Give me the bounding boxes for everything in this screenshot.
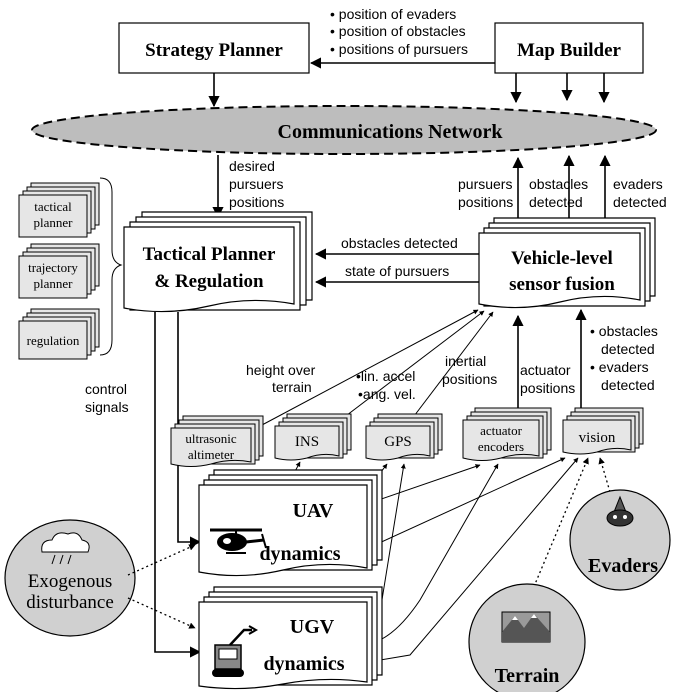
landscape-icon	[501, 611, 551, 643]
svg-text:INS: INS	[295, 434, 319, 450]
svg-text:tactical: tactical	[34, 199, 72, 214]
cloud-icon	[41, 532, 90, 565]
accel-l2: •ang. vel.	[358, 386, 416, 402]
side-stack-brace	[99, 177, 123, 356]
fusion-label-l1: Vehicle-level	[511, 248, 613, 269]
ugv-label-l1: UGV	[290, 616, 335, 638]
pursuers-positions-l2: positions	[458, 194, 513, 210]
vision-box: vision	[562, 407, 644, 455]
uav-label-l1: UAV	[293, 500, 334, 522]
evaders-circle: Evaders	[569, 489, 671, 591]
fusion-label-l2: sensor fusion	[509, 274, 615, 295]
ins-box: INS	[274, 413, 352, 461]
tactical-label-l1: Tactical Planner	[143, 244, 276, 265]
control-signals-label: control signals	[85, 381, 129, 415]
svg-text:ultrasonic: ultrasonic	[185, 431, 236, 446]
ugv-label-l2: dynamics	[263, 653, 344, 675]
pursuers-positions-l1: pursuers	[458, 176, 512, 192]
obstacles-detected-l1: obstacles	[529, 176, 588, 192]
tactical-label-l2: & Regulation	[154, 271, 264, 292]
map-info-list: • position of evaders • position of obst…	[330, 6, 468, 57]
inertial-positions-l2: positions	[442, 371, 497, 387]
desired-positions-label: desired pursuers positions	[229, 158, 284, 210]
vision-info-l3: • evaders	[590, 359, 649, 375]
evaders-label: Evaders	[588, 555, 658, 577]
evaders-detected-l2: detected	[613, 194, 667, 210]
svg-text:planner: planner	[34, 276, 74, 291]
vision-info-l4: detected	[601, 377, 655, 393]
map-builder-label: Map Builder	[517, 40, 622, 61]
svg-text:signals: signals	[85, 399, 129, 415]
map-builder-box: Map Builder	[494, 22, 644, 74]
actuator-encoders-box: actuator encoders	[462, 407, 552, 461]
svg-text:altimeter: altimeter	[188, 447, 235, 462]
network-label: Communications Network	[278, 121, 504, 143]
height-over-terrain-l1: height over	[246, 362, 316, 378]
svg-text:positions: positions	[229, 194, 284, 210]
robot-icon	[212, 625, 259, 677]
svg-text:desired: desired	[229, 158, 275, 174]
exogenous-label-l2: disturbance	[26, 592, 114, 613]
uav-to-encoders-arrow	[363, 464, 481, 506]
control-to-uav-arrow	[177, 312, 202, 548]
strategy-planner-label: Strategy Planner	[145, 40, 283, 61]
sensor-fusion-stack: Vehicle-level sensor fusion	[478, 217, 656, 309]
tactical-planner-stack: Tactical Planner & Regulation	[123, 211, 313, 313]
state-of-pursuers-label: state of pursuers	[345, 263, 449, 279]
side-stack-trajectory-planner: trajectory planner	[18, 243, 100, 299]
svg-text:regulation: regulation	[27, 333, 80, 348]
svg-text:actuator: actuator	[480, 423, 523, 438]
ins-to-fusion-arrow	[329, 310, 485, 429]
map-info-pursuers: • positions of pursuers	[330, 41, 468, 57]
helicopter-icon	[210, 528, 267, 554]
ugv-to-gps-arrow	[379, 463, 406, 613]
exogenous-to-ugv-arrow	[127, 597, 196, 629]
exogenous-label-l1: Exogenous	[28, 571, 112, 592]
obstacles-detected-l2: detected	[529, 194, 583, 210]
svg-text:pursuers: pursuers	[229, 176, 283, 192]
ugv-to-vision-arrow	[379, 457, 579, 661]
strategy-planner-box: Strategy Planner	[118, 22, 310, 74]
exogenous-to-uav-arrow	[127, 544, 196, 576]
gps-to-fusion-arrow	[404, 311, 494, 429]
vision-info-l1: • obstacles	[590, 323, 658, 339]
svg-text:vision: vision	[579, 430, 616, 446]
gps-box: GPS	[365, 413, 443, 461]
uav-to-vision-arrow	[363, 457, 566, 551]
control-to-ugv-arrow	[154, 312, 202, 658]
map-info-obstacles: • position of obstacles	[330, 23, 466, 39]
terrain-label: Terrain	[495, 665, 560, 687]
terrain-circle: Terrain	[468, 583, 586, 697]
ultrasonic-to-fusion-arrow	[261, 309, 479, 426]
ultrasonic-altimeter-box: ultrasonic altimeter	[170, 415, 264, 467]
evaders-to-vision-arrow	[598, 457, 611, 493]
evaders-detected-l1: evaders	[613, 176, 663, 192]
accel-l1: •lin. accel	[356, 368, 415, 384]
svg-text:GPS: GPS	[384, 434, 412, 450]
obstacles-detected-h-label: obstacles detected	[341, 235, 458, 251]
communications-network: Communications Network	[31, 105, 657, 155]
actuator-positions-l1: actuator	[520, 362, 571, 378]
side-stack-tactical-planner: tactical planner	[18, 182, 100, 238]
exogenous-disturbance-circle: Exogenous disturbance	[4, 519, 136, 637]
inertial-positions-l1: inertial	[445, 353, 486, 369]
uav-dynamics-stack: UAV dynamics	[198, 469, 383, 577]
svg-text:control: control	[85, 381, 127, 397]
ugv-to-encoders-arrow	[379, 463, 499, 641]
map-info-evaders: • position of evaders	[330, 6, 456, 22]
svg-text:planner: planner	[34, 215, 74, 230]
height-over-terrain-l2: terrain	[272, 379, 312, 395]
svg-text:encoders: encoders	[478, 439, 524, 454]
actuator-positions-l2: positions	[520, 380, 575, 396]
ugv-dynamics-stack: UGV dynamics	[198, 586, 383, 690]
svg-text:trajectory: trajectory	[28, 260, 78, 275]
side-stack-regulation: regulation	[18, 308, 100, 360]
vision-info-l2: detected	[601, 341, 655, 357]
uav-label-l2: dynamics	[259, 543, 340, 565]
evader-figure-icon	[606, 495, 634, 527]
